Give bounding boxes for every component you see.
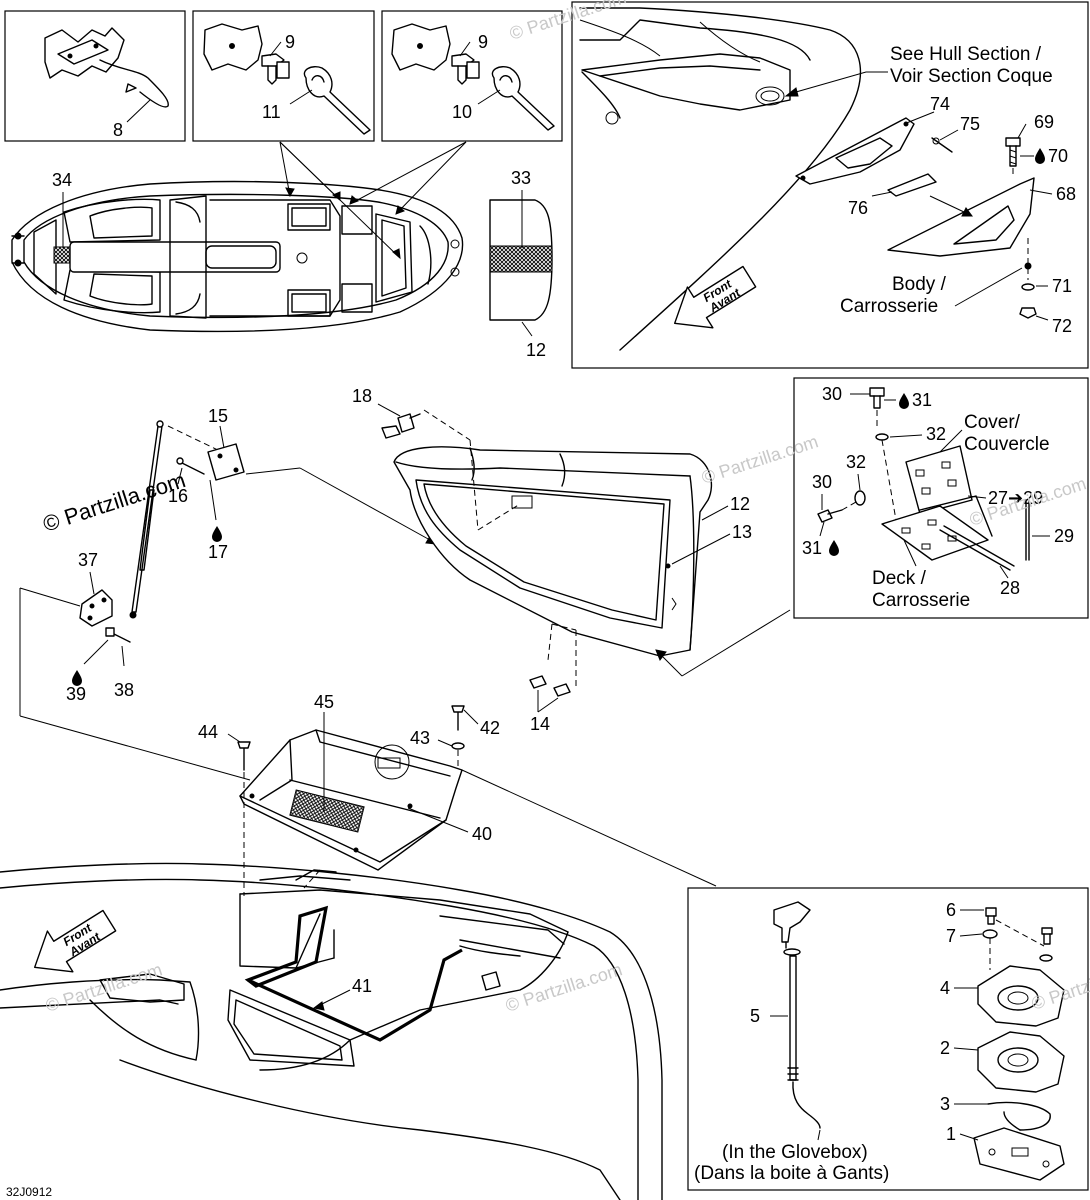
part-number-75: 75 [960, 114, 980, 134]
part-number-18: 18 [352, 386, 372, 406]
part-number-68: 68 [1056, 184, 1076, 204]
glovebox-fr-label: (Dans la boite à Gants) [694, 1163, 889, 1184]
part-number-8: 8 [113, 120, 123, 140]
voir-section-label: Voir Section Coque [890, 66, 1053, 87]
foam-pad-screw-tie-1 [203, 23, 371, 135]
part-number-74: 74 [930, 94, 950, 114]
watermark-repeat-1: © Partzilla.com [507, 0, 629, 44]
bracket-15 [207, 443, 245, 481]
part-number-9b: 9 [478, 32, 488, 52]
drop-icon [1035, 148, 1045, 164]
part-number-3: 3 [940, 1094, 950, 1114]
part-number-30a: 30 [822, 384, 842, 404]
latch-cable-5 [773, 901, 821, 1129]
part-number-6: 6 [946, 900, 956, 920]
watermark-repeat-5: © Partzilla.com [503, 959, 625, 1016]
part-number-12b: 12 [730, 494, 750, 514]
boat-top-view [11, 180, 464, 333]
part-number-5: 5 [750, 1006, 760, 1026]
part-number-28: 28 [1000, 578, 1020, 598]
screw-18 [381, 413, 421, 439]
bracket-37 [79, 589, 113, 627]
detail-box-9-11 [192, 10, 375, 142]
part-number-11: 11 [262, 102, 281, 122]
part-number-33: 33 [511, 168, 531, 188]
part-number-31b: 31 [802, 538, 822, 558]
cushion-panel-12 [489, 199, 553, 321]
part-number-27-29: 27➔29 [988, 488, 1043, 508]
glovebox-latch-box [687, 887, 1089, 1191]
detail-box-9-10 [381, 10, 563, 142]
bracket-strap-assembly [44, 27, 169, 108]
part-number-29: 29 [1054, 526, 1074, 546]
part-number-71: 71 [1052, 276, 1072, 296]
part-number-44: 44 [198, 722, 218, 742]
part-number-39: 39 [66, 684, 86, 704]
watermark-repeat-3: © Partzilla.com [967, 473, 1089, 530]
front-arrow-icon: Front Avant [673, 265, 757, 329]
part-number-4: 4 [940, 978, 950, 998]
part-number-30b: 30 [812, 472, 832, 492]
body-label: Body / [892, 274, 947, 295]
gas-strut [129, 420, 164, 619]
part-number-7: 7 [946, 926, 956, 946]
part-number-34: 34 [52, 170, 72, 190]
part-number-43: 43 [410, 728, 430, 748]
drawing-code: 32J0912 [6, 1185, 52, 1199]
part-number-2: 2 [940, 1038, 950, 1058]
latch-housing [973, 907, 1065, 1181]
watermark-repeat-2: © Partzilla.com [699, 431, 821, 488]
part-number-42: 42 [480, 718, 500, 738]
part-number-70: 70 [1048, 146, 1068, 166]
hull-section-drawing [579, 7, 1037, 351]
part-number-38: 38 [114, 680, 134, 700]
part-number-9a: 9 [285, 32, 295, 52]
carrosserie-body-label: Carrosserie [840, 296, 938, 317]
hull-section-box [571, 1, 1089, 369]
part-number-32b: 32 [846, 452, 866, 472]
carrosserie-deck-label: Carrosserie [872, 590, 970, 611]
deck-storage-view [0, 862, 663, 1200]
see-hull-label: See Hull Section / [890, 44, 1042, 65]
foam-pad-screw-tie-2 [391, 23, 555, 131]
partzilla-watermark: © Partzilla.com [40, 467, 189, 537]
part-number-37: 37 [78, 550, 98, 570]
front-arrow-icon-2: Front Avant [33, 909, 117, 973]
part-number-40: 40 [472, 824, 492, 844]
hinge-detail-box [793, 377, 1089, 619]
part-number-16: 16 [168, 486, 188, 506]
couvercle-label: Couvercle [964, 434, 1050, 455]
part-number-45: 45 [314, 692, 334, 712]
part-number-31a: 31 [912, 390, 932, 410]
part-number-76: 76 [848, 198, 868, 218]
part-number-10: 10 [452, 102, 472, 122]
part-number-12a: 12 [526, 340, 546, 360]
part-number-41: 41 [352, 976, 372, 996]
part-number-69: 69 [1034, 112, 1054, 132]
part-number-14: 14 [530, 714, 550, 734]
hinge-assembly [817, 387, 1030, 571]
storage-tray [239, 729, 463, 871]
glovebox-en-label: (In the Glovebox) [722, 1142, 868, 1163]
deck-label: Deck / [872, 568, 927, 589]
part-number-17: 17 [208, 542, 228, 562]
part-number-32a: 32 [926, 424, 946, 444]
detail-box-8 [4, 10, 186, 142]
cover-label: Cover/ [964, 412, 1021, 433]
glovebox-lid [393, 446, 713, 657]
part-number-1: 1 [946, 1124, 956, 1144]
part-number-15: 15 [208, 406, 228, 426]
part-number-72: 72 [1052, 316, 1072, 336]
part-number-13: 13 [732, 522, 752, 542]
